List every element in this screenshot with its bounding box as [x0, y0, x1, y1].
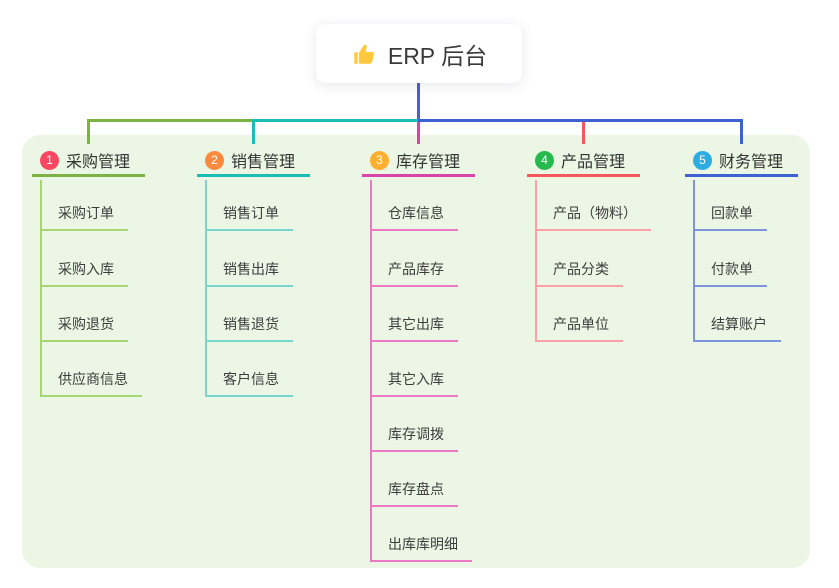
branch-number-badge: 3 — [370, 150, 389, 170]
branch-node-inventory[interactable]: 3 库存管理 — [362, 146, 475, 177]
root-label: ERP 后台 — [387, 42, 488, 69]
branch-node-purchase[interactable]: 1 采购管理 — [32, 146, 145, 177]
child-node[interactable]: 库存盘点 — [370, 480, 458, 507]
branch-label: 采购管理 — [66, 154, 131, 171]
child-node[interactable]: 结算账户 — [693, 315, 781, 342]
branch-number-badge: 4 — [535, 150, 554, 170]
child-node[interactable]: 产品库存 — [370, 260, 458, 287]
connector-drop-purchase — [87, 119, 90, 144]
child-node[interactable]: 产品（物料） — [535, 204, 651, 231]
connector-drop-finance — [740, 119, 743, 144]
child-node[interactable]: 采购入库 — [40, 260, 128, 287]
child-node[interactable]: 其它出库 — [370, 315, 458, 342]
child-node[interactable]: 出库库明细 — [370, 535, 472, 562]
connector-bus-finance — [418, 119, 743, 122]
child-node[interactable]: 产品分类 — [535, 260, 623, 287]
branch-label: 产品管理 — [561, 154, 626, 171]
connector-bus-sales — [252, 119, 420, 122]
branch-node-finance[interactable]: 5 财务管理 — [685, 146, 798, 177]
branch-rail-line — [693, 180, 695, 342]
branch-number-badge: 5 — [693, 150, 712, 170]
child-node[interactable]: 采购订单 — [40, 204, 128, 231]
child-node[interactable]: 供应商信息 — [40, 370, 142, 397]
branch-label: 财务管理 — [719, 154, 784, 171]
child-node[interactable]: 产品单位 — [535, 315, 623, 342]
child-node[interactable]: 仓库信息 — [370, 204, 458, 231]
child-node[interactable]: 销售退货 — [205, 315, 293, 342]
branches-panel — [22, 135, 810, 568]
branch-node-product[interactable]: 4 产品管理 — [527, 146, 640, 177]
root-node[interactable]: ERP 后台 — [316, 24, 522, 83]
thumbs-up-icon — [351, 41, 377, 67]
connector-drop-inventory — [417, 122, 420, 144]
child-node[interactable]: 销售出库 — [205, 260, 293, 287]
branch-rail-line — [370, 180, 372, 562]
connector-drop-sales — [252, 119, 255, 144]
child-node[interactable]: 其它入库 — [370, 370, 458, 397]
connector-bus-purchase — [87, 119, 253, 122]
child-node[interactable]: 付款单 — [693, 260, 767, 287]
branch-rail-line — [535, 180, 537, 342]
branch-node-sales[interactable]: 2 销售管理 — [197, 146, 310, 177]
child-node[interactable]: 库存调拨 — [370, 425, 458, 452]
child-node[interactable]: 销售订单 — [205, 204, 293, 231]
child-node[interactable]: 客户信息 — [205, 370, 293, 397]
branch-rail-line — [205, 180, 207, 397]
child-node[interactable]: 回款单 — [693, 204, 767, 231]
branch-number-badge: 1 — [40, 150, 59, 170]
child-node[interactable]: 采购退货 — [40, 315, 128, 342]
branch-label: 库存管理 — [396, 154, 461, 171]
branch-rail-line — [40, 180, 42, 397]
branch-label: 销售管理 — [231, 154, 296, 171]
connector-root-stem — [417, 83, 420, 120]
connector-drop-product — [582, 122, 585, 144]
branch-number-badge: 2 — [205, 150, 224, 170]
